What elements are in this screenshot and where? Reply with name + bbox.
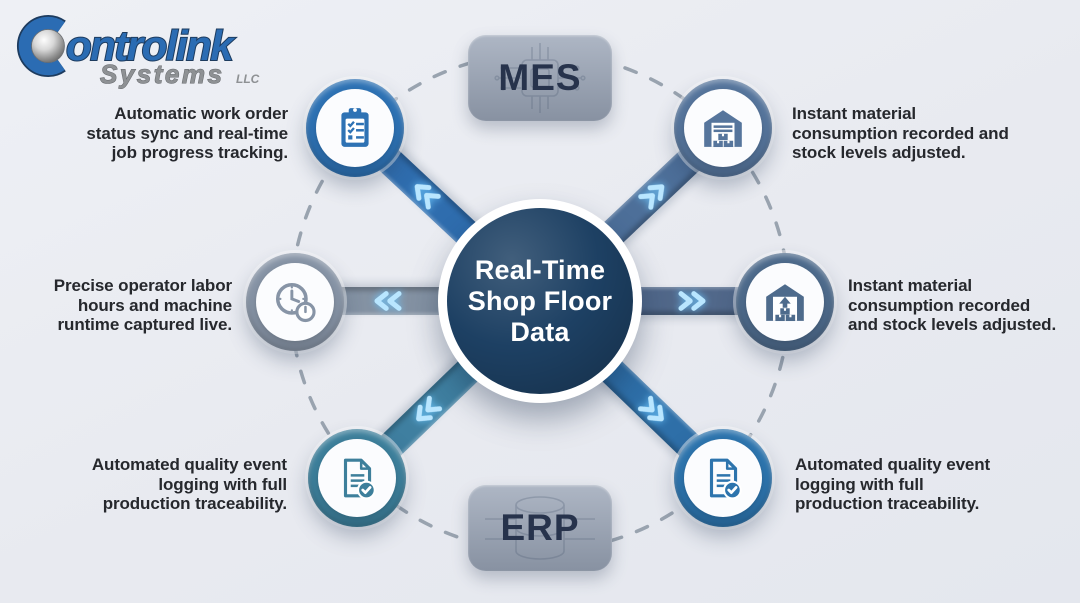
text-line: hours and machine — [77, 295, 232, 315]
mes-label: MES — [498, 57, 582, 98]
chevron-double-icon — [632, 173, 675, 215]
chevron-double-icon — [673, 290, 711, 312]
node-text-material-middle: Instant material consumption recorded an… — [848, 276, 1056, 335]
database-icon — [468, 485, 612, 571]
logo-llc: LLC — [236, 72, 260, 86]
satellite-quality-right — [674, 429, 772, 527]
clipboard-checklist-icon — [332, 105, 378, 151]
brand-logo: ontrolink Systems LLC — [12, 6, 277, 95]
text-line: logging with full — [795, 474, 924, 494]
erp-label: ERP — [500, 507, 580, 548]
center-node: Real-Time Shop Floor Data — [447, 208, 633, 394]
text-line: Automatic work order — [114, 104, 288, 123]
satellite-work-order — [306, 79, 404, 177]
erp-badge: ERP — [468, 485, 612, 571]
connector-top-left — [345, 117, 550, 312]
warehouse-icon — [700, 105, 746, 151]
chevron-double-icon — [404, 173, 447, 215]
node-text-material-top: Instant material consumption recorded an… — [792, 104, 1009, 163]
chip-circuit-icon — [468, 35, 612, 121]
mes-badge: MES — [468, 35, 612, 121]
center-title-line: Real-Time — [474, 254, 606, 285]
logo-c-mark — [16, 15, 66, 77]
text-line: Automated quality event — [795, 455, 991, 474]
chevron-double-icon — [632, 390, 675, 432]
chevron-double-icon — [369, 290, 407, 312]
text-line: Instant material — [792, 104, 917, 123]
warehouse-up-arrow-icon — [762, 279, 808, 325]
text-line: consumption recorded — [848, 295, 1031, 315]
satellite-inner — [746, 263, 824, 341]
connector-top-right — [530, 117, 733, 312]
connector-middle-left — [295, 287, 540, 315]
node-text-work-order: Automatic work order status sync and rea… — [86, 104, 288, 163]
logo-wordmark: ontrolink — [66, 22, 236, 69]
node-text-labor-hours: Precise operator labor hours and machine… — [54, 276, 232, 335]
satellite-labor-hours — [246, 253, 344, 351]
node-text-quality-left: Automated quality event logging with ful… — [92, 455, 287, 514]
text-line: stock levels adjusted. — [792, 143, 966, 162]
connector-bottom-left — [347, 290, 550, 489]
satellite-inner — [256, 263, 334, 341]
satellite-material-middle — [736, 253, 834, 351]
text-line: production traceability. — [102, 494, 287, 513]
center-node-ring: Real-Time Shop Floor Data — [438, 199, 642, 403]
text-line: Precise operator labor — [53, 276, 232, 295]
logo-sphere — [31, 29, 65, 63]
chevron-double-icon — [405, 390, 448, 432]
satellite-inner — [684, 439, 762, 517]
text-line: status sync and real-time — [86, 123, 288, 143]
logo-systems: Systems — [100, 59, 224, 89]
node-text-quality-right: Automated quality event logging with ful… — [795, 455, 990, 514]
satellite-inner — [318, 439, 396, 517]
satellite-quality-left — [308, 429, 406, 527]
satellite-inner — [684, 89, 762, 167]
connector-bottom-right — [530, 290, 733, 489]
document-check-icon — [700, 455, 746, 501]
text-line: runtime captured live. — [57, 315, 233, 334]
clock-stopwatch-icon — [272, 279, 318, 325]
satellite-material-top — [674, 79, 772, 177]
text-line: Automated quality event — [91, 455, 287, 474]
text-line: consumption recorded and — [792, 123, 1009, 143]
document-check-icon — [334, 455, 380, 501]
text-line: logging with full — [158, 474, 287, 494]
text-line: job progress tracking. — [111, 143, 288, 162]
text-line: Instant material — [848, 276, 973, 295]
text-line: and stock levels adjusted. — [848, 315, 1057, 334]
center-title-line: Data — [510, 316, 570, 347]
text-line: production traceability. — [795, 494, 980, 513]
center-title-line: Shop Floor — [467, 285, 613, 316]
satellite-inner — [316, 89, 394, 167]
